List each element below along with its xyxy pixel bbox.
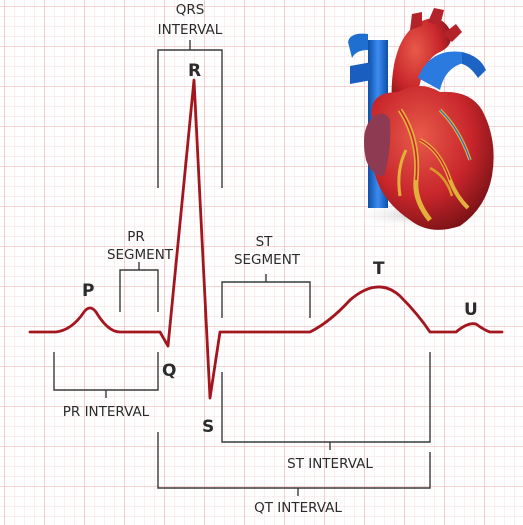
st-segment-label-line1: ST	[256, 234, 274, 250]
qrs-interval-label-line1: QRS	[176, 2, 205, 18]
wave-q-label: Q	[162, 361, 176, 381]
qrs-interval-label-line2: INTERVAL	[158, 22, 223, 38]
st-interval-label: ST INTERVAL	[287, 456, 373, 472]
wave-u-label: U	[464, 300, 478, 320]
pr-segment-label-line2: SEGMENT	[107, 247, 174, 263]
qt-interval-label: QT INTERVAL	[254, 500, 342, 516]
st-segment-label-line2: SEGMENT	[234, 252, 301, 268]
pr-segment-label-line1: PR	[127, 229, 145, 245]
wave-p-label: P	[82, 281, 94, 301]
pr-interval-label: PR INTERVAL	[63, 404, 150, 420]
wave-t-label: T	[373, 259, 385, 279]
wave-s-label: S	[202, 417, 214, 437]
wave-r-label: R	[188, 61, 201, 81]
